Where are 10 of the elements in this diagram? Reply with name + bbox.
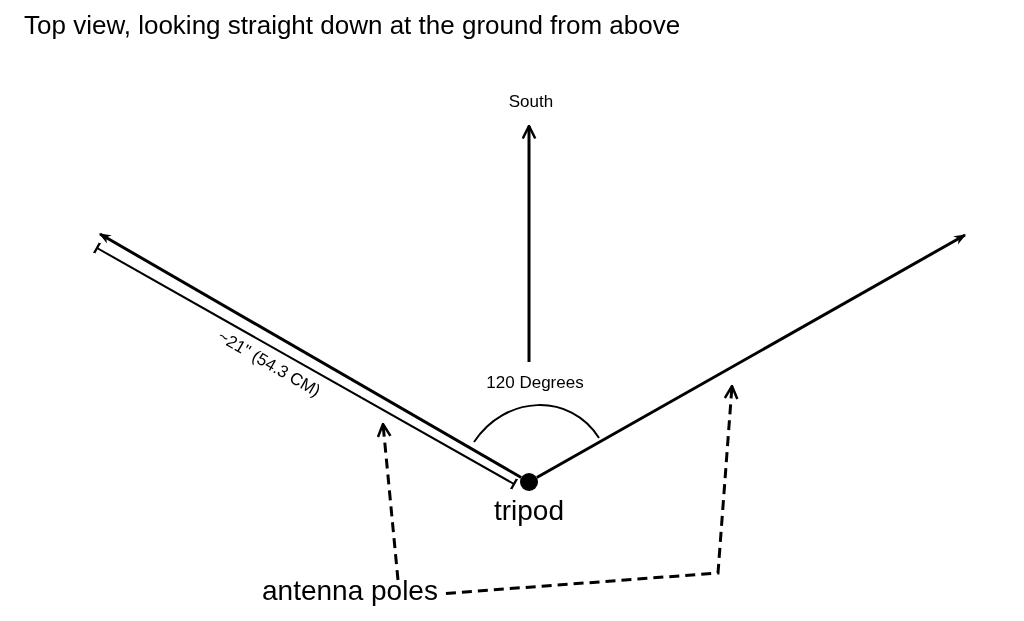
tripod-dot <box>520 473 538 491</box>
dimension-label: ~21" (54.3 CM) <box>214 327 324 401</box>
antenna-pole <box>536 233 967 479</box>
leader-arrow <box>445 384 739 595</box>
leader-arrow <box>376 422 400 581</box>
node-caption: tripod <box>493 495 564 527</box>
node-label: antenna poles <box>262 576 438 607</box>
direction-label: South <box>508 92 554 112</box>
title: Top view, looking straight down at the ground from above <box>24 11 681 40</box>
angle-label: 120 Degrees <box>486 373 584 393</box>
